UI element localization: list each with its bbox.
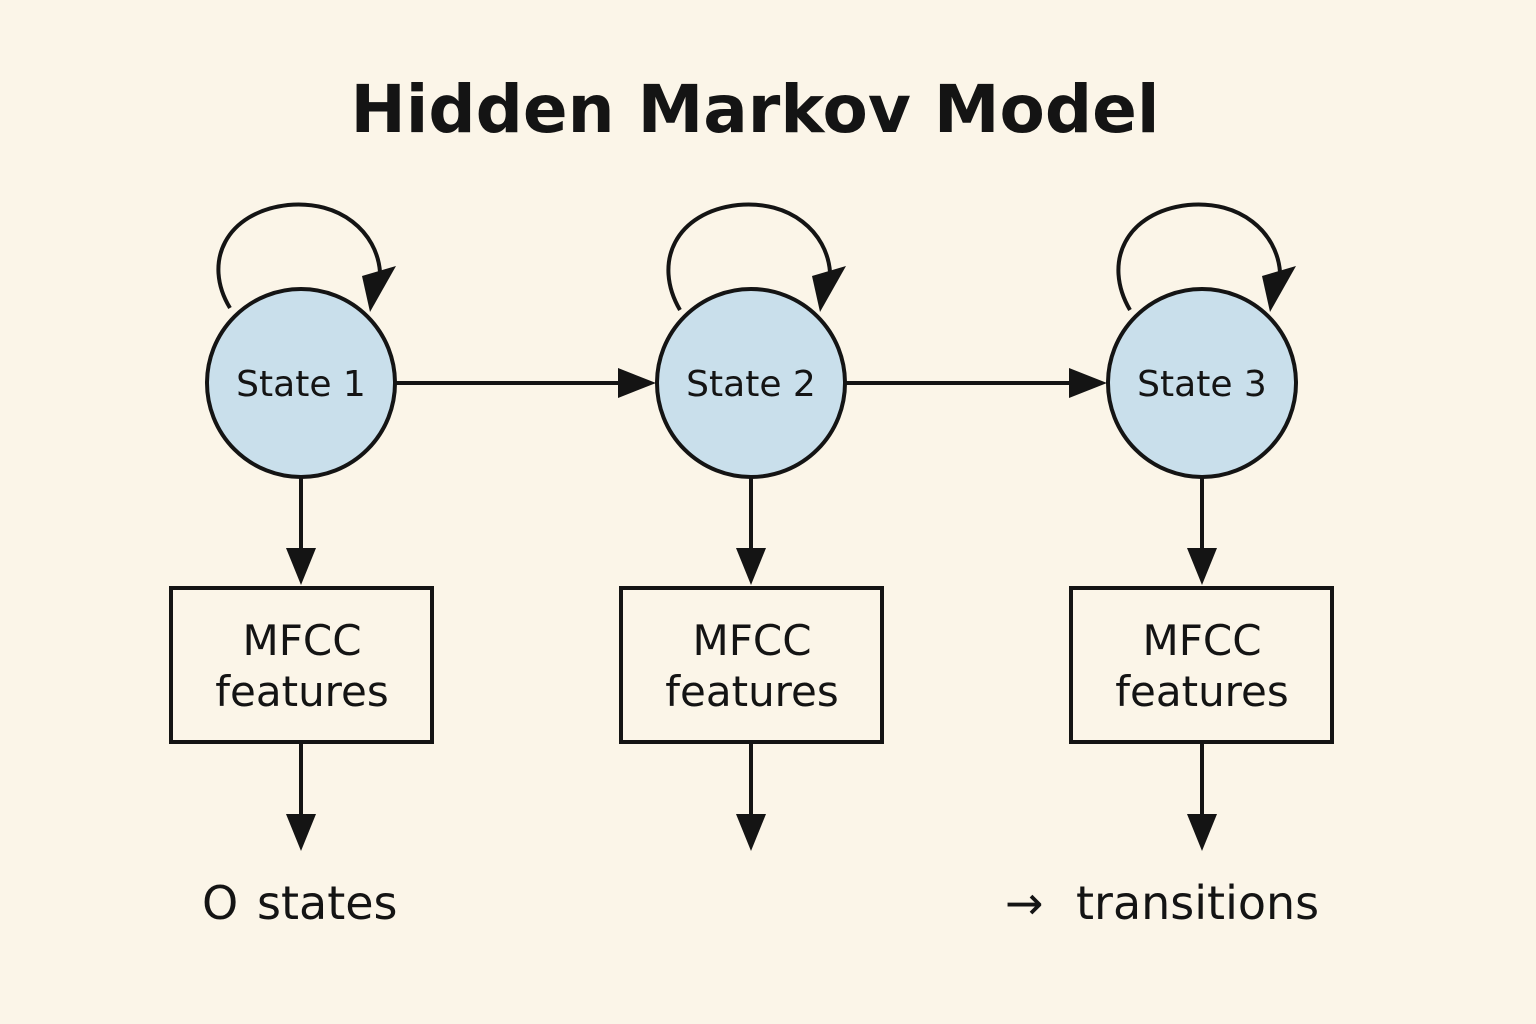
- legend-states-symbol: O: [202, 876, 238, 930]
- feature-box-2: [619, 586, 884, 744]
- feature-box-1-line1: MFCC: [242, 616, 361, 665]
- feature-box-2-line2: features: [665, 667, 839, 716]
- state-node-2: [655, 287, 847, 479]
- legend-transitions-symbol: →: [1005, 876, 1044, 930]
- state-label-2: State 2: [686, 364, 816, 405]
- feature-box-group-2: MFCC features: [619, 586, 884, 744]
- emission-arrowhead-3: [1187, 548, 1217, 585]
- state-node-1: [205, 287, 397, 479]
- state-group-2: State 2: [655, 202, 847, 479]
- transition-arrowhead-2-3: [1069, 368, 1107, 398]
- feature-box-3: [1069, 586, 1334, 744]
- emission-arrowhead-2: [736, 548, 766, 585]
- feature-box-group-1: MFCC features: [169, 586, 434, 744]
- self-loop-arrow-1: [216, 202, 382, 310]
- state-label-1: State 1: [236, 364, 366, 405]
- state-node-3: [1106, 287, 1298, 479]
- diagram-title: Hidden Markov Model: [351, 71, 1160, 148]
- state-label-3: State 3: [1137, 364, 1267, 405]
- self-loop-arrowhead-1: [362, 266, 396, 312]
- state-group-1: State 1: [205, 202, 397, 479]
- legend-states: O states: [202, 876, 398, 930]
- self-loop-arrow-2: [666, 202, 832, 312]
- state-group-3: State 3: [1106, 202, 1298, 479]
- self-loop-arrowhead-3: [1262, 266, 1296, 312]
- output-arrowhead-1: [286, 814, 316, 851]
- emission-arrowhead-1: [286, 548, 316, 585]
- legend-transitions-label: transitions: [1076, 876, 1319, 930]
- legend-transitions: → transitions: [1005, 876, 1319, 930]
- output-arrowhead-2: [736, 814, 766, 851]
- output-arrowhead-3: [1187, 814, 1217, 851]
- feature-box-group-3: MFCC features: [1069, 586, 1334, 744]
- self-loop-arrowhead-2: [812, 266, 846, 312]
- feature-box-3-line1: MFCC: [1142, 616, 1261, 665]
- feature-box-3-line2: features: [1115, 667, 1289, 716]
- feature-box-1: [169, 586, 434, 744]
- legend-states-label: states: [257, 876, 398, 930]
- feature-box-2-line1: MFCC: [692, 616, 811, 665]
- transition-arrowhead-1-2: [618, 368, 656, 398]
- feature-box-1-line2: features: [215, 667, 389, 716]
- self-loop-arrow-3: [1116, 202, 1282, 312]
